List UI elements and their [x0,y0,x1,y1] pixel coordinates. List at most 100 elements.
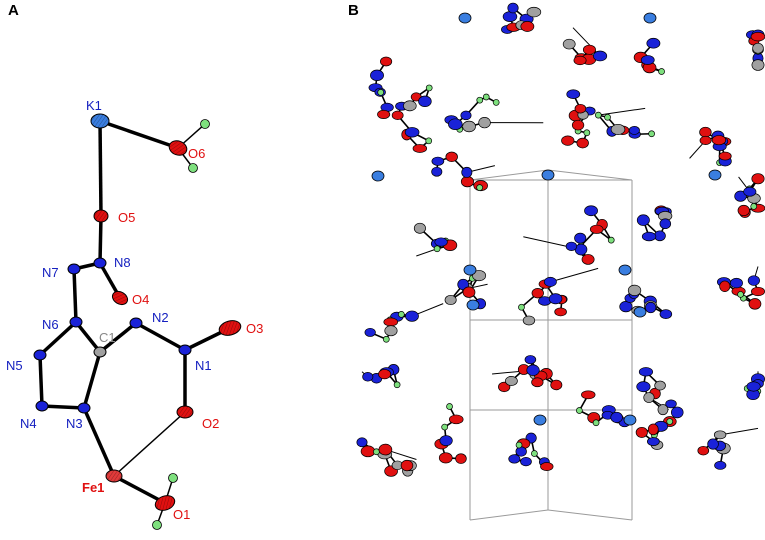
atom-nitrogen [460,110,472,121]
atom-oxygen [550,379,563,391]
atom-nitrogen [665,399,677,409]
atom-nitrogen [714,460,727,470]
atom-nitrogen [434,237,448,247]
panel-b-atoms [356,2,765,477]
atom-oxygen [460,176,475,188]
atom-nitrogen [645,301,657,314]
atom-nitrogen [548,293,563,305]
atom-hydrogen [666,418,674,425]
bond-n6-c1 [74,320,102,354]
atom-nitrogen [515,446,527,457]
atom-oxygen [581,390,596,400]
atom-oxygen [380,56,393,67]
atom-nitrogen [670,406,684,419]
atom-nitrogen [707,438,719,450]
atom-nitrogen [636,381,651,393]
atom-oxygen [448,414,464,425]
bond-o5-n8 [98,215,103,264]
atom-oxygen [635,426,648,438]
panel-b-label: B [348,2,359,19]
label-o3: O3 [246,321,263,336]
atom-carbon [752,42,764,54]
atom-hydrogen [425,84,433,92]
atom-nitrogen [524,355,537,365]
atom-nitrogen [404,127,420,138]
atom-hydrogen [476,96,484,104]
bond-n6-n5 [38,320,78,357]
bond-k1-o6 [99,119,179,150]
atom-carbon [505,376,518,386]
bond-n5-n4 [38,354,44,407]
atom-potassium [463,264,477,276]
atom-oxygen [391,110,404,121]
atom-oxygen [378,369,392,380]
atom-nitrogen [610,411,623,423]
atom-hydrogen [604,113,611,121]
atom-oxygen [697,445,710,456]
atom-oxygen [445,151,458,163]
atom-potassium [458,12,472,24]
atom-carbon [657,404,669,416]
atom-nitrogen [362,372,374,382]
atom-hydrogen [592,419,600,427]
atom-carbon [444,294,457,306]
atom-carbon [643,392,655,403]
atom-nitrogen [746,381,761,392]
atom-hydrogen [441,423,449,431]
atom-h-o6a [200,119,210,129]
atom-nitrogen [640,55,655,65]
atom-nitrogen [526,364,540,376]
atom-oxygen [520,21,535,32]
atom-oxygen [455,453,467,464]
unit-cell-edge [547,169,633,181]
atom-nitrogen [743,186,757,197]
atom-n7 [67,263,81,275]
label-k1: K1 [86,98,102,113]
atom-hydrogen [750,203,758,210]
atom-oxygen [540,462,554,471]
atom-carbon [562,38,576,50]
atom-nitrogen [461,166,473,178]
atom-nitrogen [729,277,743,289]
atom-carbon [403,100,417,112]
atom-nitrogen [431,166,443,177]
atom-nitrogen [520,456,532,467]
contact-line [598,107,646,116]
atom-hydrogen [482,93,490,101]
label-o1: O1 [173,507,190,522]
atom-oxygen [378,443,393,456]
atom-hydrogen [393,381,401,389]
atom-nitrogen [448,118,463,131]
atom-nitrogen [431,156,445,166]
atom-potassium [708,169,722,181]
atom-nitrogen [439,435,453,447]
atom-oxygen [531,287,544,299]
atom-potassium [466,299,480,311]
atom-carbon [472,270,487,282]
atom-oxygen [750,31,765,42]
atom-carbon [654,380,666,391]
label-n1: N1 [195,358,212,373]
atom-hydrogen [382,335,390,343]
atom-carbon [522,315,536,326]
atom-oxygen [751,173,765,185]
atom-nitrogen [628,126,640,135]
unit-cell-edge [547,509,633,521]
panel-a-label: A [8,2,19,19]
atom-oxygen [360,445,376,458]
atom-carbon [751,59,765,71]
panel-a-atoms [33,113,242,530]
atom-carbon [526,6,542,18]
label-n5: N5 [6,358,23,373]
atom-n4 [35,400,49,412]
label-fe1: Fe1 [82,480,104,495]
atom-oxygen [438,452,453,464]
atom-potassium [618,264,632,276]
atom-hydrogen [648,130,655,138]
label-n6: N6 [42,317,59,332]
atom-c1 [93,346,107,358]
atom-nitrogen [565,241,578,251]
atom-oxygen [571,119,585,131]
contact-line [416,248,438,257]
atom-oxygen [412,144,428,153]
